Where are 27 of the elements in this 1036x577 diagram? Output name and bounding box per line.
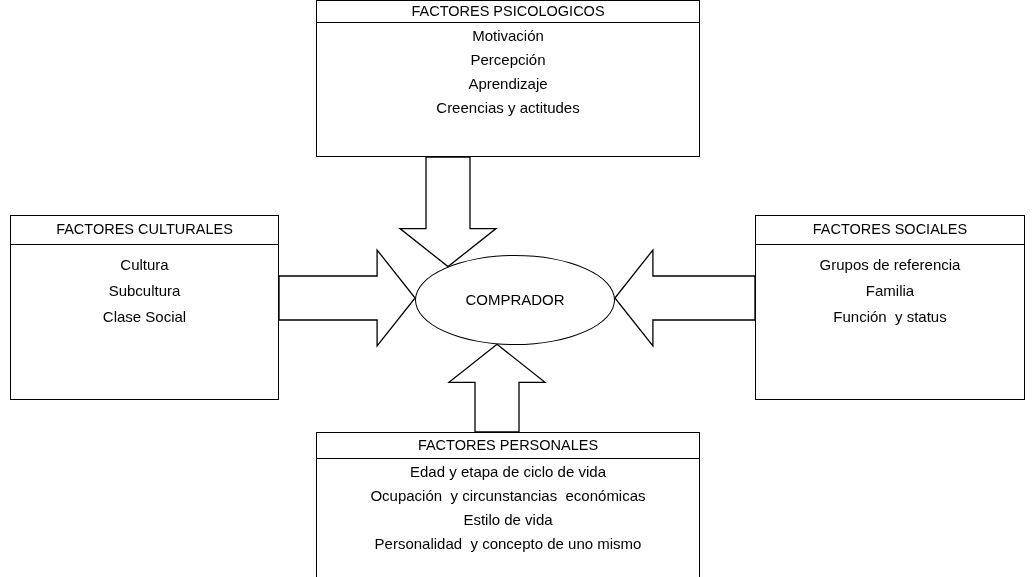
factor-item: Función y status — [833, 307, 947, 327]
factor-item: Cultura — [120, 255, 169, 275]
factor-item: Subcultura — [108, 281, 181, 301]
factor-item: Familia — [865, 281, 915, 301]
box-header: FACTORES CULTURALES — [11, 216, 278, 245]
factor-item: Motivación — [472, 26, 544, 46]
block-arrow — [447, 343, 547, 433]
factor-item: Aprendizaje — [468, 74, 548, 94]
block-arrow — [278, 248, 416, 348]
factor-box — [316, 0, 700, 157]
factor-item: Grupos de referencia — [819, 255, 961, 275]
factor-item: Edad y etapa de ciclo de vida — [410, 462, 606, 482]
factor-box — [755, 215, 1025, 400]
factor-item: Personalidad y concepto de uno mismo — [374, 534, 642, 554]
block-arrow — [614, 248, 756, 348]
factor-item: Creencias y actitudes — [436, 98, 580, 118]
box-header: FACTORES PSICOLOGICOS — [317, 1, 699, 23]
node-label: COMPRADOR — [465, 289, 565, 310]
box-header: FACTORES SOCIALES — [756, 216, 1024, 245]
factor-item: Ocupación y circunstancias económicas — [370, 486, 646, 506]
factor-box — [10, 215, 279, 400]
factor-box — [316, 432, 700, 577]
block-arrow — [398, 156, 498, 268]
factor-item: Clase Social — [102, 307, 187, 327]
box-header: FACTORES PERSONALES — [317, 433, 699, 459]
factor-item: Percepción — [470, 50, 546, 70]
factor-item: Estilo de vida — [463, 510, 553, 530]
